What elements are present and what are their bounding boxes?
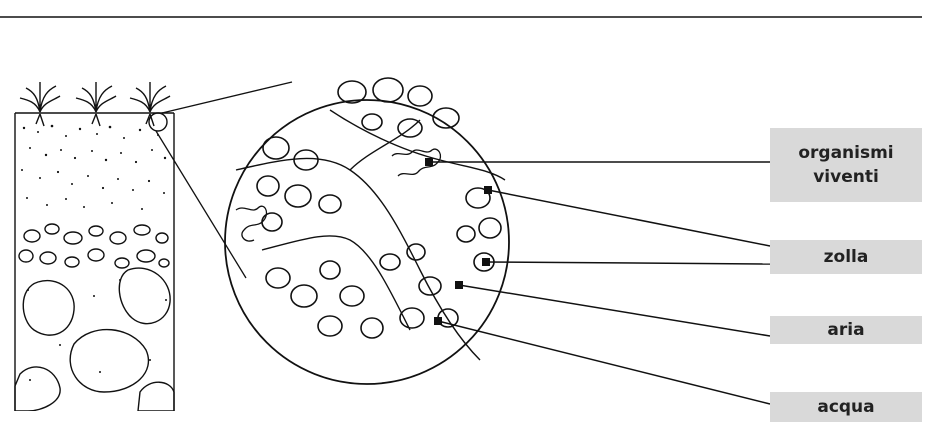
stones [15, 268, 174, 411]
magnified-spot [149, 113, 167, 131]
marker-zolla-1 [484, 186, 492, 194]
label-organismi-line2: viventi [798, 165, 893, 189]
label-zolla: zolla [770, 240, 922, 274]
label-acqua: acqua [770, 392, 922, 422]
marker-acqua [434, 317, 442, 325]
zoom-lines [156, 82, 292, 278]
soil-column [15, 82, 174, 411]
magnified-view [225, 78, 509, 384]
label-aria: aria [770, 316, 922, 344]
soil-diagram [0, 0, 931, 411]
label-organismi-line1: organismi [798, 141, 893, 165]
plants [20, 82, 170, 126]
marker-organismi [425, 158, 433, 166]
pebbles [19, 224, 169, 268]
marker-aria [455, 281, 463, 289]
label-organismi-viventi: organismi viventi [770, 128, 922, 202]
callout-markers [425, 158, 492, 325]
marker-zolla-2 [482, 258, 490, 266]
callouts [429, 162, 770, 404]
soil-aggregates [257, 78, 501, 338]
